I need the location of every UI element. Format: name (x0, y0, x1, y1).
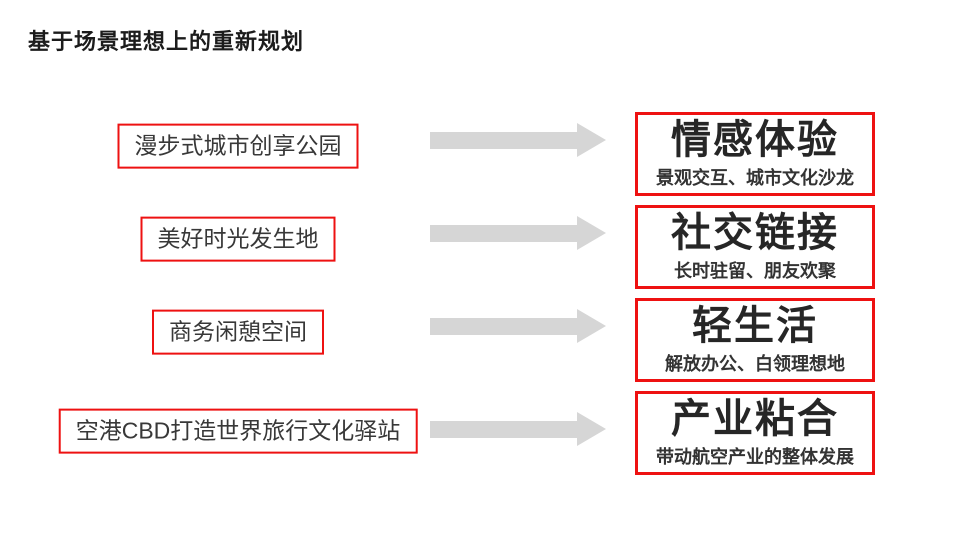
value-title: 产业粘合 (671, 396, 839, 441)
arrow-shaft (430, 420, 577, 438)
scene-label: 空港CBD打造世界旅行文化驿站 (75, 417, 401, 444)
value-title: 情感体验 (671, 117, 839, 162)
mapping-row-4: 空港CBD打造世界旅行文化驿站 产业粘合 带动航空产业的整体发展 (0, 391, 960, 477)
arrow-right-icon (430, 123, 606, 157)
scene-label: 漫步式城市创享公园 (134, 132, 342, 159)
arrow-tip (577, 123, 606, 157)
mapping-row-3: 商务闲憩空间 轻生活 解放办公、白领理想地 (0, 298, 960, 384)
value-box-3: 轻生活 解放办公、白领理想地 (635, 298, 875, 382)
value-subtitle: 解放办公、白领理想地 (665, 353, 845, 374)
scene-label-box-1: 漫步式城市创享公园 (117, 123, 359, 169)
arrow-shaft (430, 317, 577, 335)
arrow-tip (577, 412, 606, 446)
value-box-2: 社交链接 长时驻留、朋友欢聚 (635, 205, 875, 289)
scene-label-box-4: 空港CBD打造世界旅行文化驿站 (58, 408, 418, 454)
value-subtitle: 长时驻留、朋友欢聚 (674, 260, 836, 281)
arrow-shaft (430, 224, 577, 242)
value-box-4: 产业粘合 带动航空产业的整体发展 (635, 391, 875, 475)
value-title: 轻生活 (692, 303, 818, 348)
arrow-shaft (430, 131, 577, 149)
arrow-right-icon (430, 309, 606, 343)
arrow-right-icon (430, 216, 606, 250)
mapping-row-1: 漫步式城市创享公园 情感体验 景观交互、城市文化沙龙 (0, 112, 960, 198)
scene-label-box-3: 商务闲憩空间 (152, 309, 324, 355)
scene-label-box-2: 美好时光发生地 (140, 216, 336, 262)
value-title: 社交链接 (671, 210, 839, 255)
scene-label: 商务闲憩空间 (169, 318, 307, 345)
page-title: 基于场景理想上的重新规划 (28, 29, 305, 54)
arrow-right-icon (430, 412, 606, 446)
arrow-tip (577, 216, 606, 250)
scene-label: 美好时光发生地 (157, 225, 319, 252)
value-subtitle: 带动航空产业的整体发展 (656, 446, 854, 467)
arrow-tip (577, 309, 606, 343)
value-subtitle: 景观交互、城市文化沙龙 (656, 167, 854, 188)
value-box-1: 情感体验 景观交互、城市文化沙龙 (635, 112, 875, 196)
mapping-row-2: 美好时光发生地 社交链接 长时驻留、朋友欢聚 (0, 205, 960, 291)
